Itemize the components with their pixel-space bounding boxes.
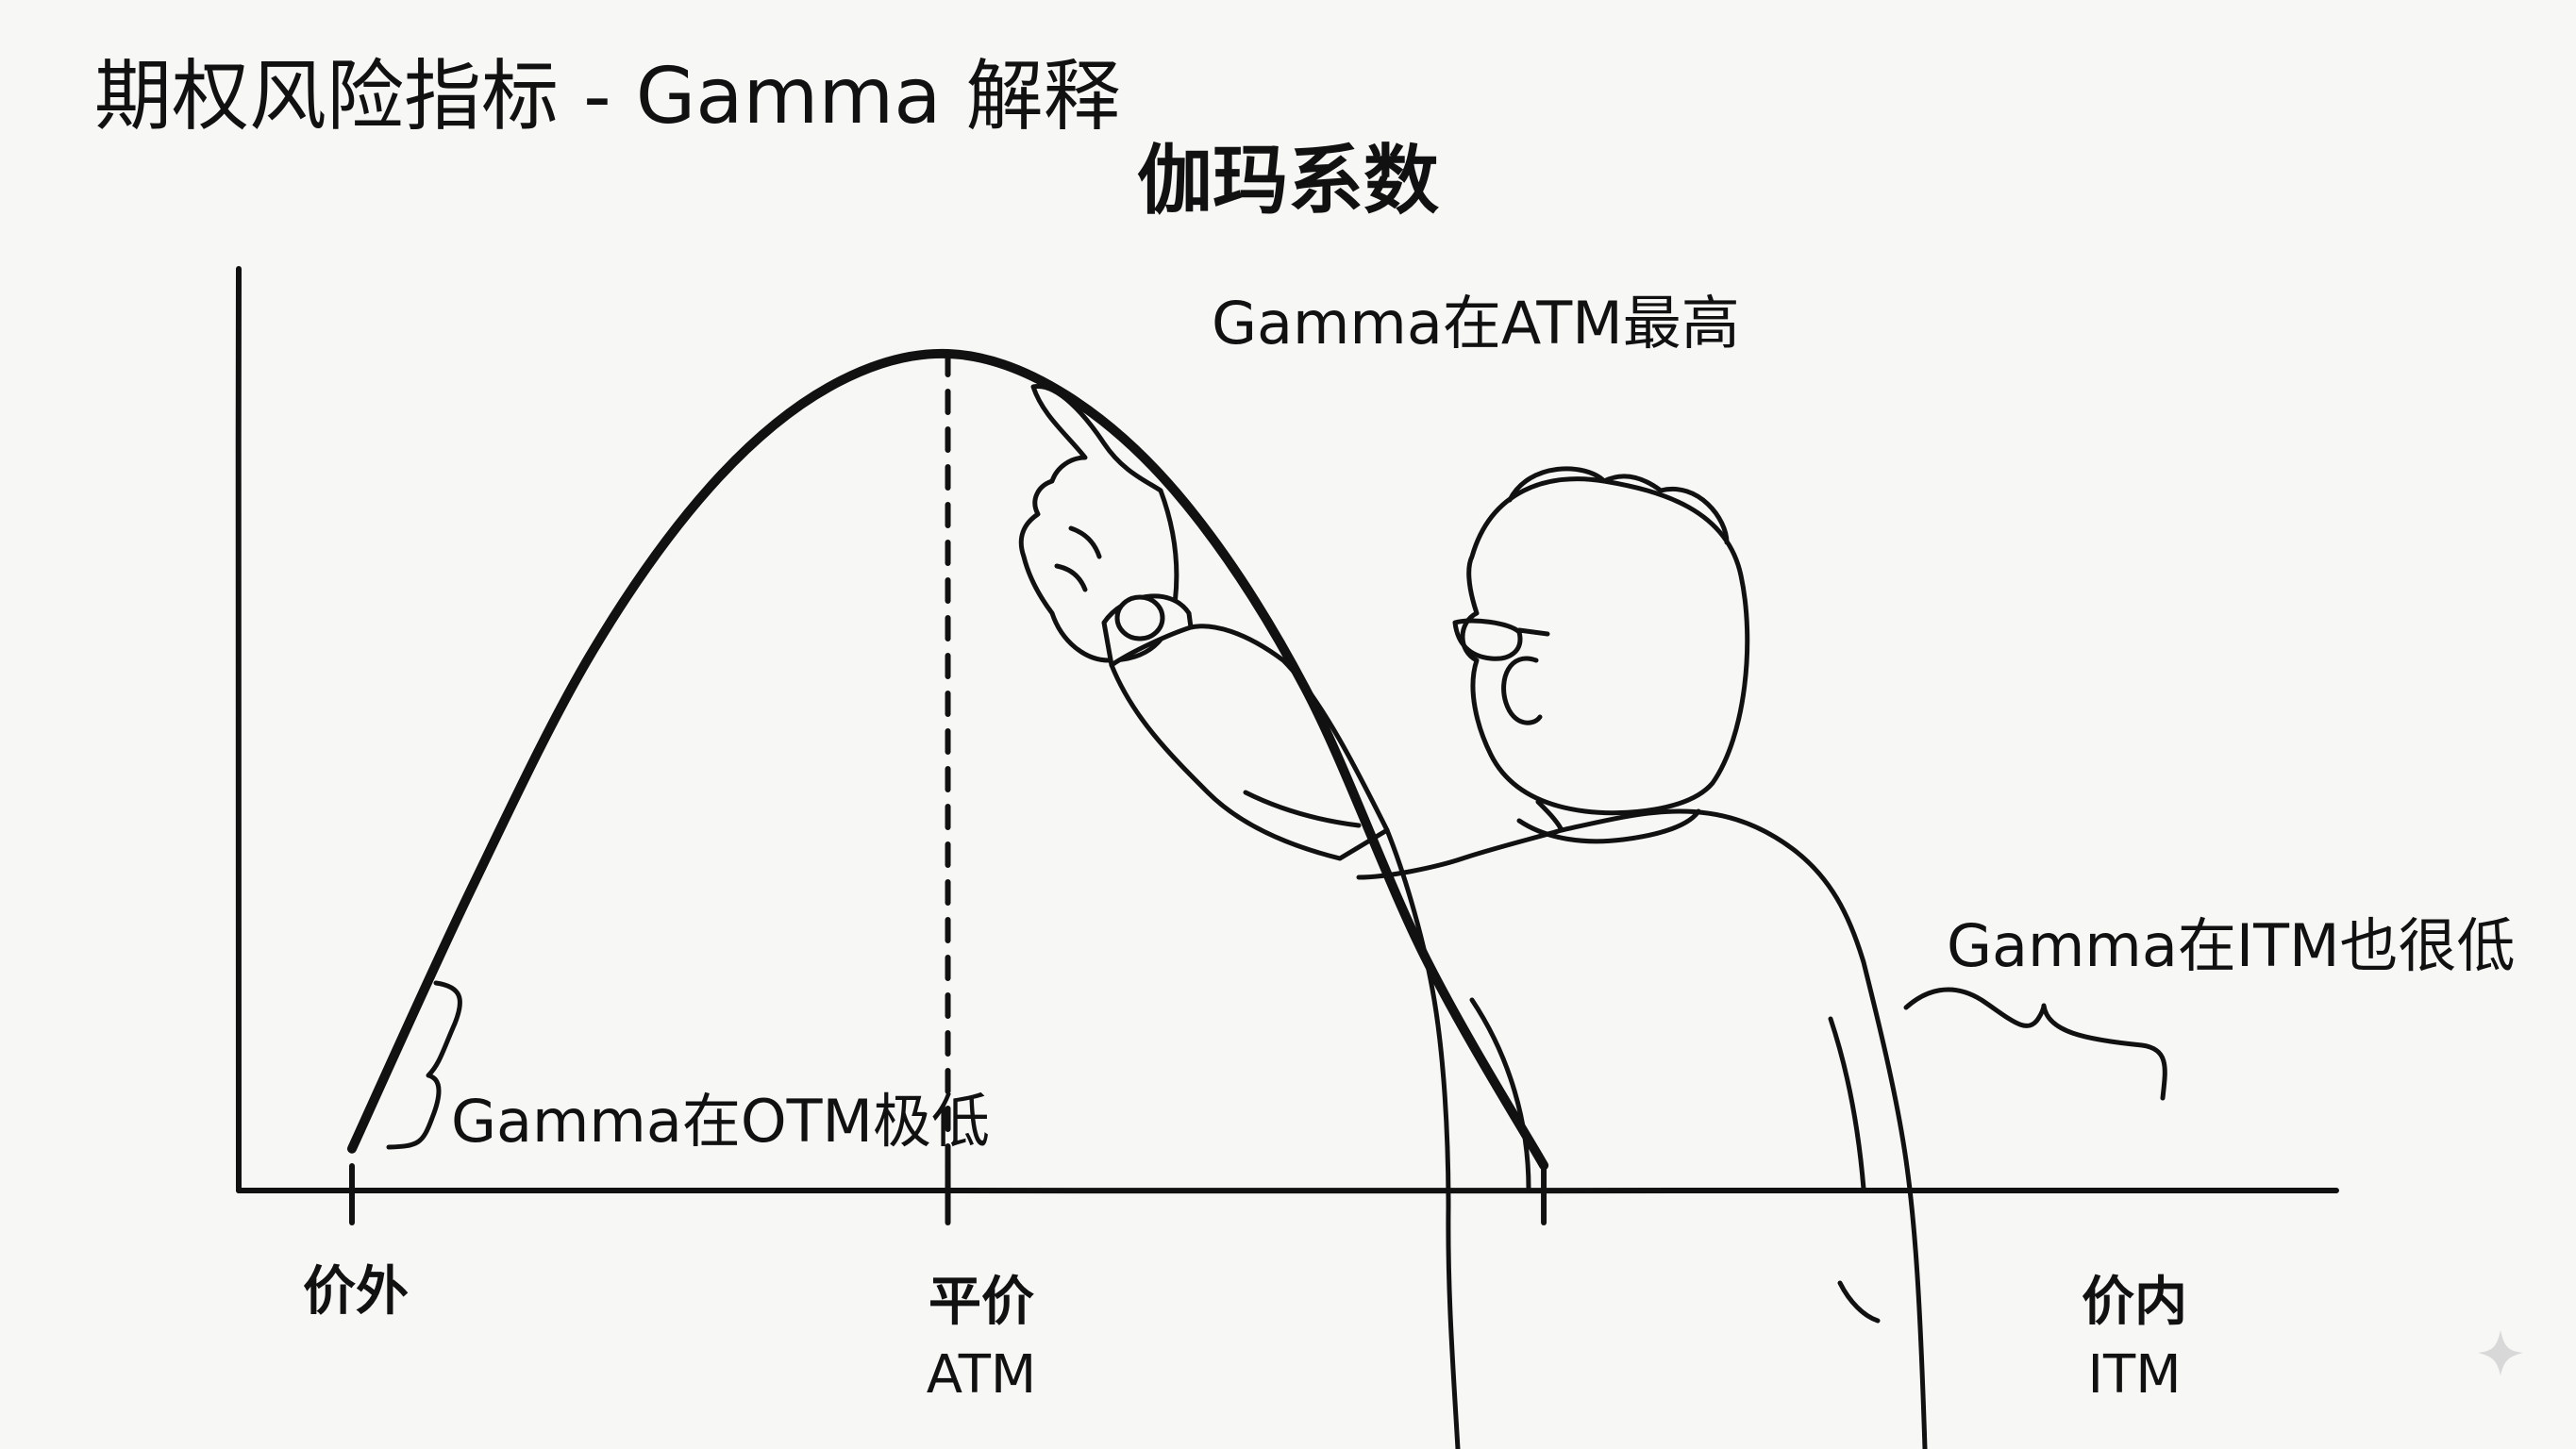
sparkle-icon xyxy=(2478,1330,2523,1375)
page-title: 期权风险指标 - Gamma 解释 xyxy=(94,52,1121,142)
tick-label-itm: 价内 ITM xyxy=(1993,1266,2276,1412)
otm-brace xyxy=(386,980,462,1150)
annotation-itm-low: Gamma在ITM也很低 xyxy=(1947,911,2516,980)
tick-label-otm-text: 价外 xyxy=(303,1261,409,1323)
tick-label-atm: 平价 ATM xyxy=(840,1266,1123,1412)
x-tick-marks xyxy=(348,1163,1547,1225)
annotation-atm-highest: Gamma在ATM最高 xyxy=(1212,289,1740,358)
tick-label-atm-text: 平价 xyxy=(928,1272,1034,1333)
tick-label-atm-sub: ATM xyxy=(926,1344,1037,1407)
itm-brace xyxy=(1903,987,2167,1101)
tick-label-otm: 价外 xyxy=(214,1266,497,1319)
y-axis xyxy=(235,266,243,1193)
teacher-illustration xyxy=(1018,384,1928,1449)
tick-label-itm-sub: ITM xyxy=(2087,1344,2182,1407)
annotation-otm-low: Gamma在OTM极低 xyxy=(451,1087,990,1156)
x-axis xyxy=(236,1187,2339,1194)
chart-title: 伽玛系数 xyxy=(1137,137,1439,225)
tick-label-itm-text: 价内 xyxy=(2082,1272,2187,1333)
